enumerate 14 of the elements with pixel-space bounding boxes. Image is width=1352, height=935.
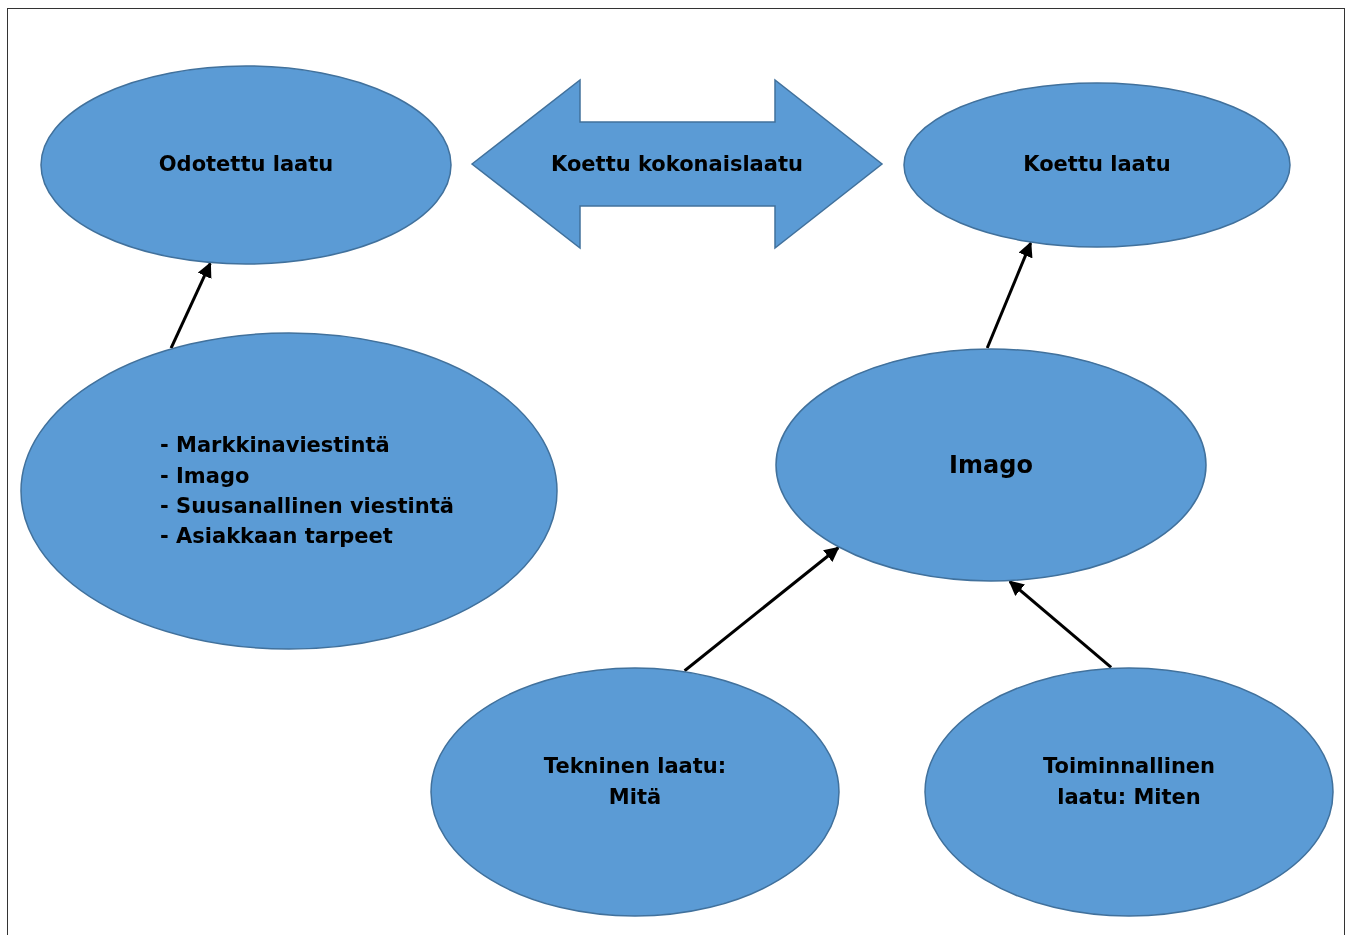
list-item: - Imago (159, 462, 251, 490)
node-label: Imago (949, 450, 1033, 481)
node-label: Toiminnallinen laatu: Miten (1041, 752, 1217, 811)
arrow (985, 241, 1033, 349)
list-item: - Suusanallinen viestintä (159, 493, 455, 520)
arrow (683, 546, 840, 672)
node-label: Odotettu laatu (158, 151, 334, 179)
node-label: Koettu laatu (1023, 151, 1171, 179)
arrow (169, 262, 212, 349)
node-label: Tekninen laatu: Mitä (542, 752, 728, 811)
node-label: Koettu kokonaislaatu (551, 150, 803, 178)
arrow (1008, 580, 1113, 669)
list-item: - Asiakkaan tarpeet (159, 523, 394, 551)
list-item: - Markkinaviestintä (159, 432, 391, 460)
